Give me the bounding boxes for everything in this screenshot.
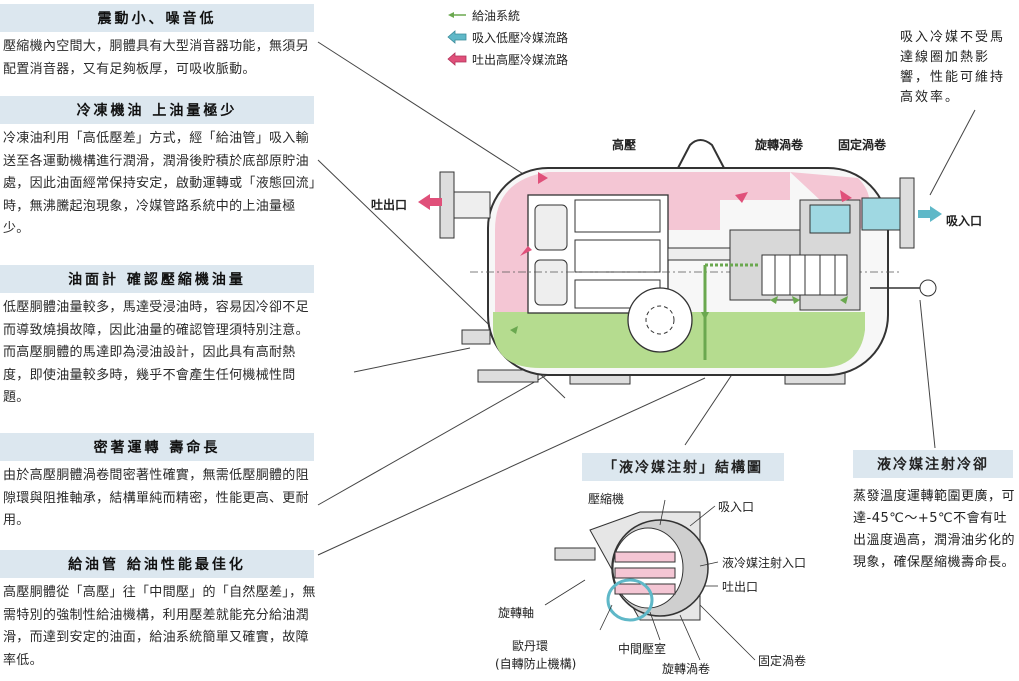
label-high-pressure: 高壓: [612, 138, 637, 152]
label-fixed: 固定渦卷: [758, 654, 807, 668]
label-oldham: 歐丹環: [512, 639, 549, 653]
section-text-oil-pipe: 高壓胴體從「高壓」往「中間壓」的「自然壓差」，無需特別的強制性給油機構，利用壓差…: [3, 585, 316, 668]
oil-sight-glass: [627, 287, 693, 353]
section-text-oil-gauge: 低壓胴體油量較多，馬達受浸油時，容易因冷卻不足而導致燒損故障，因此油量的確認管理…: [3, 300, 309, 405]
label-suction: 吸入口: [718, 500, 755, 514]
label-orbiting-scroll: 旋轉渦卷: [755, 138, 804, 152]
liquid-injection-title: 液冷媒注射冷卻: [853, 450, 1013, 478]
magenta-arrow-icon: [447, 52, 467, 66]
label-injection-inlet: 液冷媒注射入口: [722, 556, 807, 570]
label-oldham-sub: (自轉防止機構): [495, 657, 577, 671]
suction-note: 吸入冷媒不受馬達線圈加熱影響，性能可維持高效率。: [900, 30, 1006, 105]
section-header-oil-pipe: 給油管 給油性能最佳化: [0, 550, 314, 578]
section-text-oil: 冷凍油利用「高低壓差」方式，經「給油管」吸入輸送至各運動機構進行潤滑，潤滑後貯積…: [3, 131, 316, 236]
liquid-injection-text: 蒸發溫度運轉範圍更廣，可達-45℃～+5℃不會有吐出溫度過高，潤滑油劣化的現象，…: [853, 489, 1016, 570]
injection-detail: [554, 511, 709, 622]
label-shaft: 旋轉軸: [498, 606, 535, 620]
section-header-seal: 密著運轉 壽命長: [0, 433, 314, 461]
legend-label-discharge: 吐出高壓冷媒流路: [472, 52, 569, 67]
legend-label-suction: 吸入低壓冷媒流路: [472, 30, 569, 45]
section-header-noise: 震動小、噪音低: [0, 4, 314, 32]
section-text-noise: 壓縮機內空間大，胴體具有大型消音器功能，無須另配置消音器，又有足夠板厚，可吸收脈…: [3, 39, 309, 77]
label-discharge: 吐出口: [722, 580, 759, 594]
discharge-arrow: [418, 194, 442, 210]
label-compressor: 壓縮機: [588, 492, 625, 506]
cyan-arrow-icon: [447, 30, 467, 44]
section-text-seal: 由於高壓胴體渦卷間密著性確實，無需低壓胴體的阻隙環與阻推軸承，結構單純而精密，性…: [3, 468, 309, 528]
label-discharge-port: 吐出口: [371, 198, 408, 212]
legend-item-discharge: 吐出高壓冷媒流路: [446, 48, 568, 70]
legend-item-oil: 給油系統: [446, 4, 568, 26]
label-orbiting: 旋轉渦卷: [662, 662, 711, 676]
section-header-oil: 冷凍機油 上油量極少: [0, 96, 314, 124]
legend-label-oil: 給油系統: [472, 8, 521, 23]
label-suction-port: 吸入口: [946, 214, 983, 228]
legend-item-suction: 吸入低壓冷媒流路: [446, 26, 568, 48]
injection-title: 「液冷媒注射」結構圖: [582, 453, 784, 481]
green-arrow-icon: [448, 12, 466, 18]
suction-arrow: [918, 206, 942, 222]
label-mid-chamber: 中間壓室: [618, 642, 667, 656]
label-fixed-scroll: 固定渦卷: [838, 138, 887, 152]
legend: 給油系統 吸入低壓冷媒流路 吐出高壓冷媒流路: [446, 4, 568, 70]
section-header-oil-gauge: 油面計 確認壓縮機油量: [0, 265, 314, 293]
